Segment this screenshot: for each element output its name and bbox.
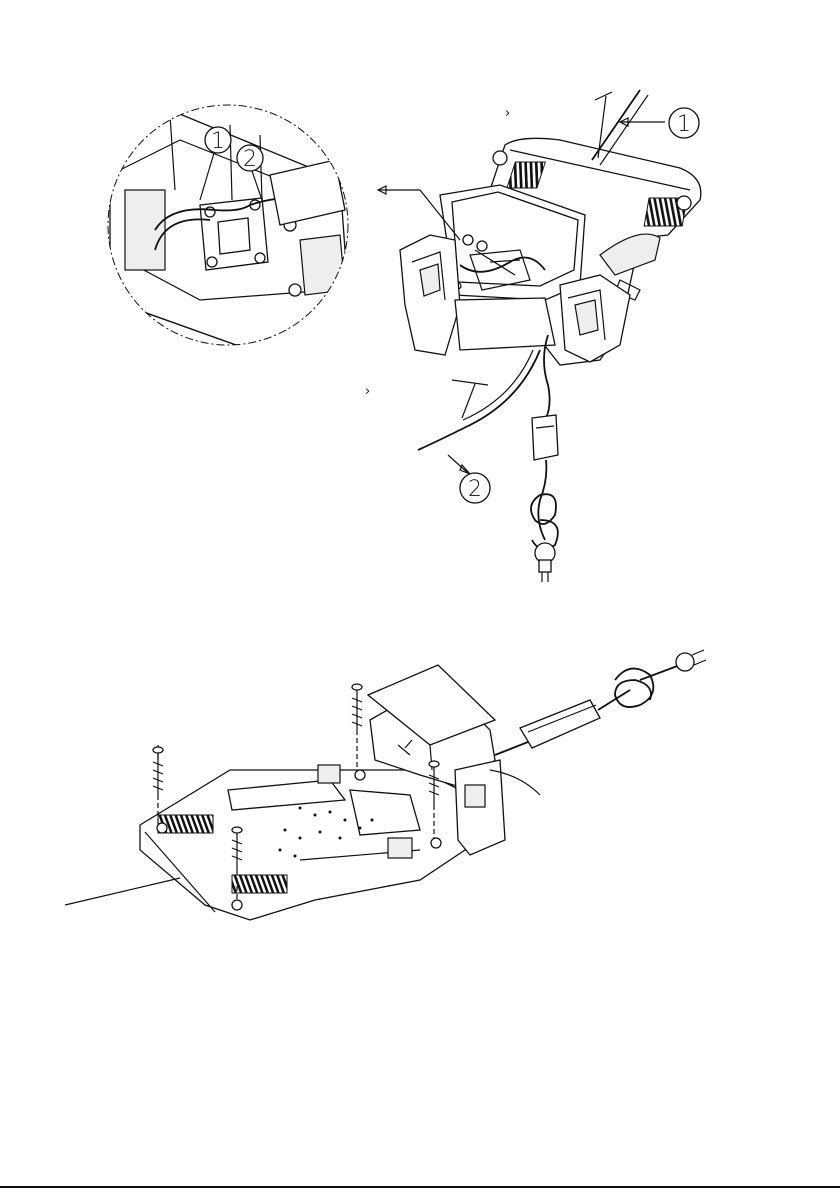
chevron-upper: ›: [505, 106, 510, 121]
page-footer-rule: [0, 1186, 840, 1188]
boundary-wire-bottom: [65, 878, 180, 905]
svg-text:1: 1: [211, 129, 225, 154]
callout-1: 1: [669, 108, 699, 138]
callout-2: 2: [460, 473, 490, 503]
svg-text:2: 2: [468, 477, 482, 502]
front-ramp: [455, 298, 555, 350]
detail-inset: 1 2: [100, 100, 360, 350]
svg-text:2: 2: [243, 147, 257, 172]
svg-text:1: 1: [677, 112, 691, 137]
bottom-illustration: [65, 650, 706, 920]
station-base-bottom: [140, 765, 470, 920]
chevron-lower: ›: [365, 384, 370, 399]
boundary-wire-2: [418, 350, 540, 474]
top-illustration: 1 › 2 ›: [365, 90, 701, 582]
power-cord-top: [531, 335, 558, 582]
screw-2: [352, 684, 362, 772]
power-adapter-bottom: [495, 650, 706, 755]
